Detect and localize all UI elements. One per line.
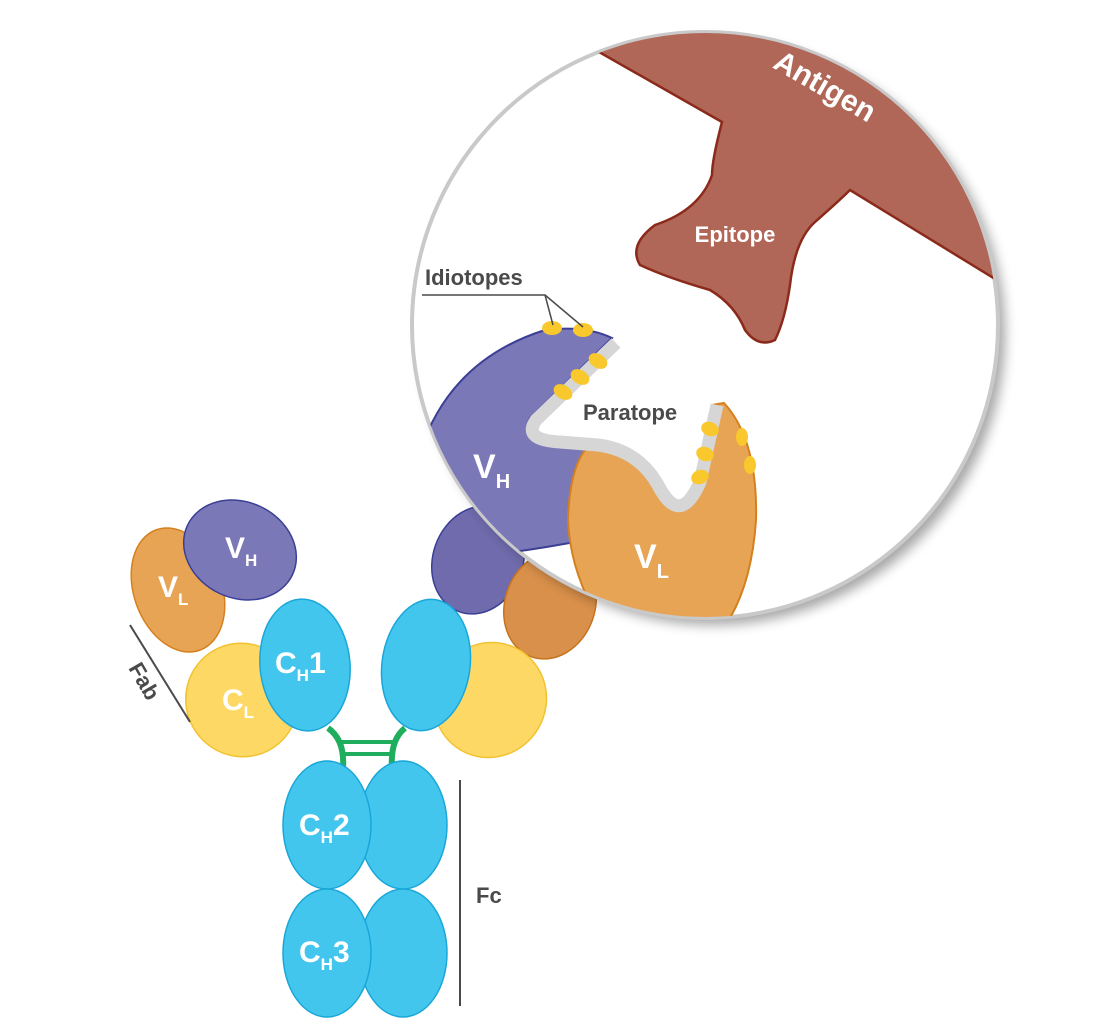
left-cl-label: CL: [222, 684, 254, 722]
right-ch1-domain: [380, 598, 472, 732]
left-ch3-domain: [282, 888, 372, 1018]
fab-label: Fab: [124, 658, 165, 704]
left-vh-domain: [182, 499, 298, 601]
left-ch1-label: CH1: [275, 647, 326, 685]
zoom-vl-label: VL: [634, 538, 669, 583]
epitope-label: Epitope: [695, 222, 776, 247]
magnified-binding-site: Antigen Epitope Paratope VH VL Idiotopes: [410, 30, 1005, 625]
left-ch2-domain: [282, 760, 372, 890]
ch3-label: CH3: [299, 936, 350, 974]
left-ch1-domain: [259, 598, 351, 732]
left-vh-label: VH: [225, 532, 257, 570]
paratope-groove: [525, 338, 724, 513]
right-fab-arm: [380, 505, 598, 759]
left-vl-label: VL: [158, 571, 188, 609]
ch2-label: CH2: [299, 809, 350, 847]
idiotopes-label: Idiotopes: [425, 265, 523, 290]
fc-label: Fc: [476, 883, 502, 908]
right-ch3-domain: [358, 888, 448, 1018]
right-ch2-domain: [358, 760, 448, 890]
fab-bracket: [129, 624, 191, 723]
left-fab-arm: VL VH CL CH1: [130, 499, 351, 758]
fc-region: CH2 CH3: [282, 760, 448, 1018]
zoom-vh-label: VH: [473, 448, 510, 493]
idiotopes-pointer: [422, 294, 584, 328]
idiotopes: [542, 321, 756, 485]
paratope-label: Paratope: [583, 400, 677, 425]
